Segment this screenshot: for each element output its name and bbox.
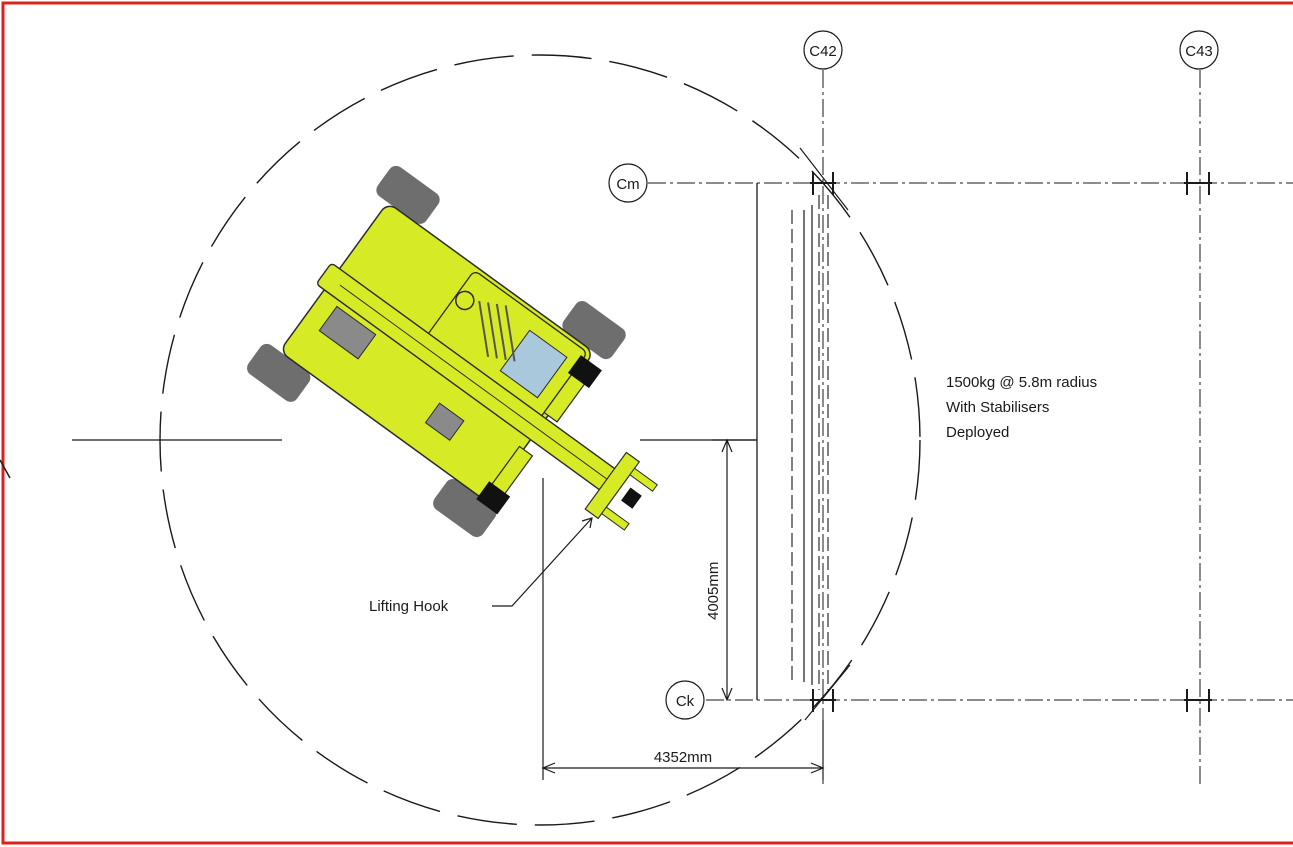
column-mark-c43-ck (1184, 689, 1212, 712)
column-mark-c42-cm (810, 172, 836, 195)
svg-text:C43: C43 (1185, 43, 1213, 60)
grid-bubble-c42: C42 (803, 30, 843, 70)
capacity-note-line2: With Stabilisers (946, 399, 1049, 416)
edge-arc (0, 459, 11, 479)
svg-text:Ck: Ck (676, 693, 695, 710)
dimension-horizontal (541, 478, 825, 780)
capacity-note-line1: 1500kg @ 5.8m radius (946, 374, 1097, 391)
telehandler-top-view-icon (247, 165, 658, 538)
grid-bubble-cm: Cm (608, 163, 648, 203)
break-mark-top (799, 147, 849, 211)
dimension-vertical (712, 438, 757, 702)
grid-bubble-c43: C43 (1179, 30, 1219, 70)
lifting-hook-leader (492, 517, 593, 607)
lifting-hook-label: Lifting Hook (369, 598, 449, 615)
dimension-vertical-label: 4005mm (705, 562, 722, 620)
grid-bubble-ck: Ck (665, 680, 705, 720)
column-mark-c42-ck (810, 689, 836, 712)
svg-text:C42: C42 (809, 43, 837, 60)
capacity-note-line3: Deployed (946, 424, 1009, 441)
dimension-horizontal-label: 4352mm (654, 749, 712, 766)
column-mark-c43-cm (1184, 172, 1212, 195)
svg-text:Cm: Cm (616, 176, 639, 193)
